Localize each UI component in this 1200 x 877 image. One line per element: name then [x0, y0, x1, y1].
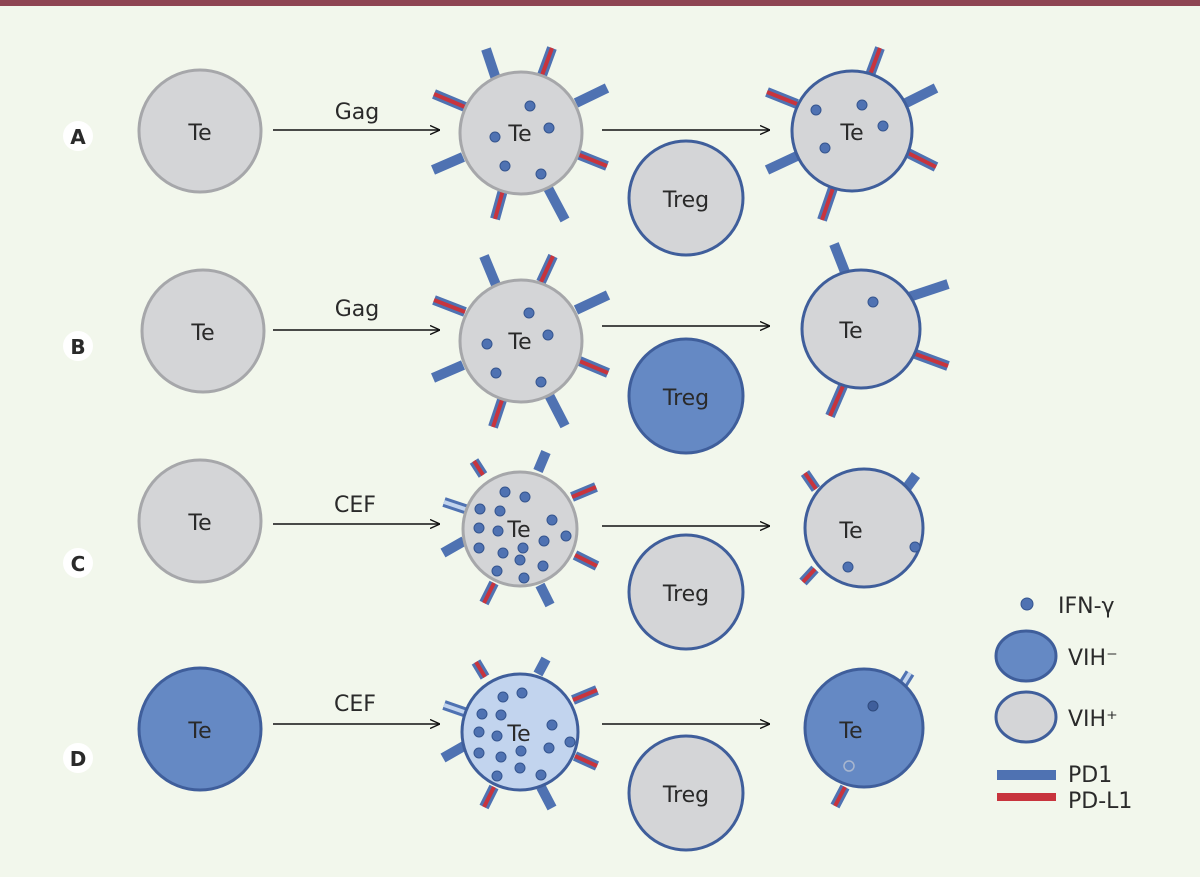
- treg-label: Treg: [662, 386, 709, 411]
- ifn-dots: [842, 541, 921, 573]
- activated-cell: [458, 278, 584, 404]
- activated-cell-label: Te: [506, 722, 530, 747]
- ifn-dots: [481, 307, 554, 388]
- treg-cell: [627, 734, 745, 852]
- row-label-badge: [63, 743, 93, 773]
- result-cell: [800, 268, 922, 390]
- activated-cell-label: Te: [506, 518, 530, 543]
- vih-neg-swatch: [994, 629, 1058, 683]
- row-label: B: [70, 335, 85, 359]
- activated-cell: [458, 70, 584, 196]
- ifn-dots: [843, 700, 879, 772]
- start-cell-label: Te: [187, 121, 211, 146]
- top-bar: [0, 0, 1200, 6]
- start-cell: [137, 68, 263, 194]
- row-label-badge: [63, 548, 93, 578]
- receptors: [431, 46, 610, 223]
- result-cell: [803, 667, 925, 789]
- start-cell: [137, 666, 263, 792]
- legend: IFN-γ VIH⁻ VIH⁺ PD1 PD-L1: [994, 594, 1132, 814]
- receptors: [431, 253, 611, 429]
- row-d: D Te CEF Te: [63, 656, 925, 852]
- stimulus-label: CEF: [334, 493, 376, 518]
- row-label: A: [70, 125, 86, 149]
- receptors: [440, 656, 600, 811]
- activated-cell-label: Te: [507, 330, 531, 355]
- ifn-swatch: [1020, 597, 1034, 611]
- treg-label: Treg: [662, 783, 709, 808]
- result-cell: [803, 467, 925, 589]
- result-cell: [790, 69, 914, 193]
- vih-pos-swatch: [994, 690, 1058, 744]
- legend-pd1-label: PD1: [1068, 763, 1112, 788]
- row-a: A Te Gag Te Treg: [63, 46, 939, 257]
- treg-cell: [627, 533, 745, 651]
- ifn-dots: [473, 687, 576, 782]
- row-label-badge: [63, 121, 93, 151]
- stimulus-label: CEF: [334, 692, 376, 717]
- receptors: [825, 242, 950, 418]
- activated-cell: [461, 470, 579, 588]
- legend-vih-neg-label: VIH⁻: [1068, 646, 1118, 671]
- legend-pdl1-label: PD-L1: [1068, 789, 1132, 814]
- ifn-dots: [473, 486, 572, 584]
- result-cell-label: Te: [838, 519, 862, 544]
- activated-cell-label: Te: [507, 122, 531, 147]
- row-label-badge: [63, 331, 93, 361]
- legend-vih-pos-label: VIH⁺: [1068, 707, 1118, 732]
- legend-ifn-label: IFN-γ: [1058, 594, 1115, 619]
- result-cell-label: Te: [839, 121, 863, 146]
- stimulus-label: Gag: [335, 297, 380, 322]
- row-c: C Te CEF Te: [63, 450, 925, 651]
- ifn-dots: [810, 99, 889, 154]
- treg-label: Treg: [662, 582, 709, 607]
- receptors: [764, 46, 939, 222]
- row-label: D: [70, 747, 87, 771]
- start-cell: [137, 458, 263, 584]
- stimulus-label: Gag: [335, 100, 380, 125]
- result-cell-label: Te: [838, 319, 862, 344]
- receptors: [440, 450, 600, 608]
- row-b: B Te Gag Te Treg: [63, 242, 950, 455]
- start-cell-label: Te: [187, 719, 211, 744]
- result-cell-label: Te: [838, 719, 862, 744]
- treg-cell: [627, 337, 745, 455]
- treg-label: Treg: [662, 188, 709, 213]
- treg-cell: [627, 139, 745, 257]
- activated-cell: [460, 672, 580, 792]
- start-cell-label: Te: [190, 321, 214, 346]
- ifn-dots: [867, 296, 879, 308]
- start-cell: [140, 268, 266, 394]
- ifn-dots: [489, 100, 555, 180]
- row-label: C: [71, 552, 86, 576]
- start-cell-label: Te: [187, 511, 211, 536]
